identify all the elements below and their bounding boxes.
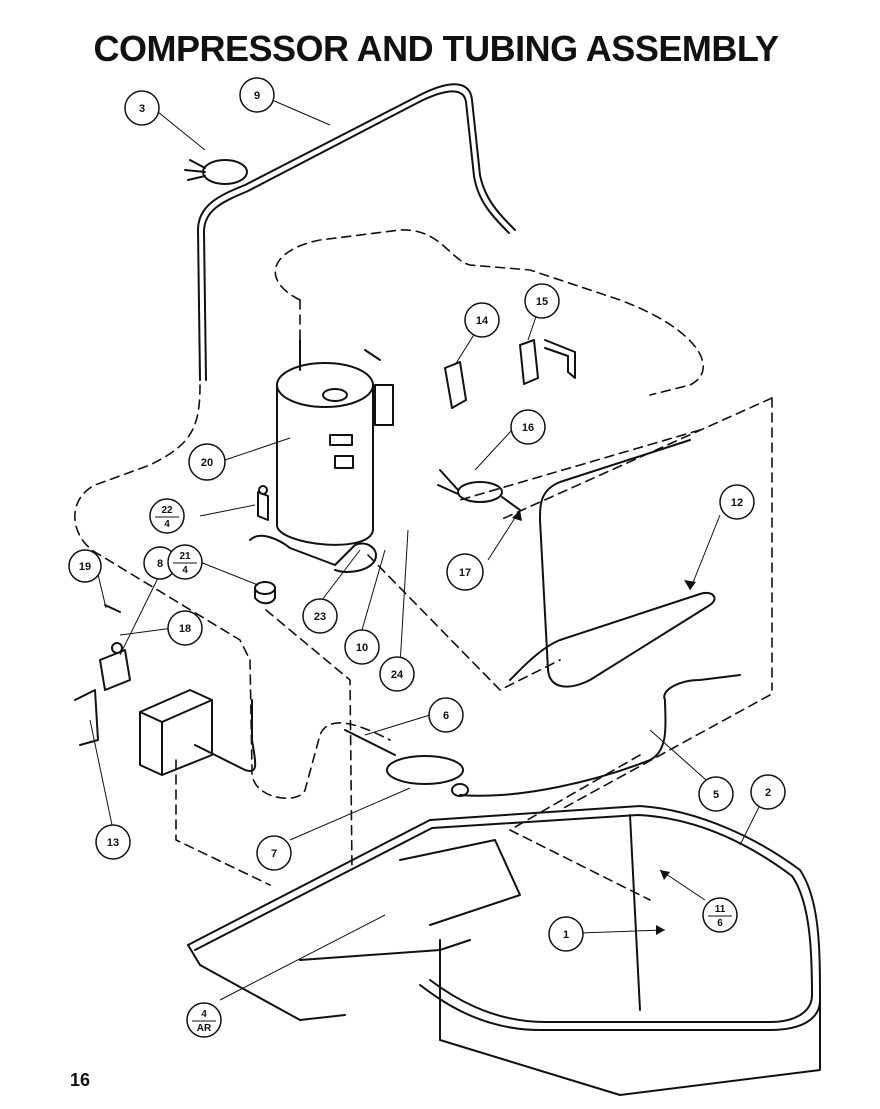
accumulator-7 [386, 755, 469, 797]
svg-text:2: 2 [765, 787, 771, 799]
svg-text:17: 17 [459, 567, 471, 579]
arrowheads [512, 510, 696, 935]
svg-text:13: 13 [107, 837, 119, 849]
svg-text:21: 21 [179, 551, 191, 562]
callout-23: 23 [302, 598, 338, 634]
callout-12: 12 [719, 484, 755, 520]
tube-6 [344, 729, 396, 756]
svg-text:16: 16 [522, 422, 534, 434]
callout-5: 5 [698, 776, 734, 812]
base-pan [187, 805, 821, 1096]
callout-3: 3 [124, 90, 160, 126]
bracket-14 [444, 361, 467, 409]
callout-17: 17 [446, 553, 484, 591]
compressor-20 [249, 339, 394, 573]
svg-text:20: 20 [201, 457, 213, 469]
callout-20: 20 [188, 443, 226, 481]
page-number: 16 [70, 1070, 91, 1090]
callout-19: 19 [68, 549, 102, 583]
svg-text:19: 19 [79, 561, 91, 573]
svg-text:4: 4 [164, 519, 170, 530]
callout-22-4: 22 4 [149, 498, 185, 534]
valve-assembly [74, 604, 131, 746]
svg-text:9: 9 [254, 90, 260, 102]
callout-11-6: 11 6 [702, 897, 738, 933]
capacitor-3 [184, 159, 248, 185]
svg-text:8: 8 [157, 558, 163, 570]
callout-1: 1 [548, 916, 584, 952]
dashed-assembly-outline [74, 229, 773, 901]
svg-text:5: 5 [713, 789, 719, 801]
diagram-title: COMPRESSOR AND TUBING ASSEMBLY [93, 28, 779, 69]
callout-24: 24 [379, 656, 415, 692]
callout-2: 2 [750, 774, 786, 810]
callout-7: 7 [256, 835, 292, 871]
callout-13: 13 [95, 824, 131, 860]
callout-15: 15 [524, 283, 560, 319]
svg-text:22: 22 [161, 505, 173, 516]
callout-18: 18 [167, 610, 203, 646]
tube-assembly-12 [509, 439, 716, 688]
svg-text:15: 15 [536, 296, 548, 308]
svg-text:4: 4 [201, 1009, 207, 1020]
svg-text:6: 6 [717, 918, 723, 929]
svg-text:12: 12 [731, 497, 743, 509]
svg-text:10: 10 [356, 642, 368, 654]
svg-text:23: 23 [314, 611, 326, 623]
callout-9: 9 [239, 77, 275, 113]
svg-text:24: 24 [391, 669, 404, 681]
capacitor-16 [437, 469, 521, 511]
svg-text:1: 1 [563, 929, 569, 941]
callout-21-4: 21 4 [167, 544, 203, 580]
control-box [139, 689, 257, 776]
bracket-15 [519, 339, 576, 385]
callout-14: 14 [464, 302, 500, 338]
svg-text:AR: AR [197, 1023, 212, 1034]
callout-16: 16 [510, 409, 546, 445]
svg-text:4: 4 [182, 565, 188, 576]
svg-text:7: 7 [271, 848, 277, 860]
grommet-21 [254, 581, 276, 605]
svg-text:11: 11 [715, 904, 726, 915]
callout-6: 6 [428, 697, 464, 733]
svg-text:18: 18 [179, 623, 191, 635]
callout-4-ar: 4 AR [186, 1002, 222, 1038]
svg-text:3: 3 [139, 103, 145, 115]
tube-assembly-5 [459, 674, 741, 797]
callout-10: 10 [344, 629, 380, 665]
mount-22 [257, 485, 269, 521]
tube-assembly-9 [197, 83, 516, 381]
svg-text:14: 14 [476, 315, 489, 327]
svg-text:6: 6 [443, 710, 449, 722]
